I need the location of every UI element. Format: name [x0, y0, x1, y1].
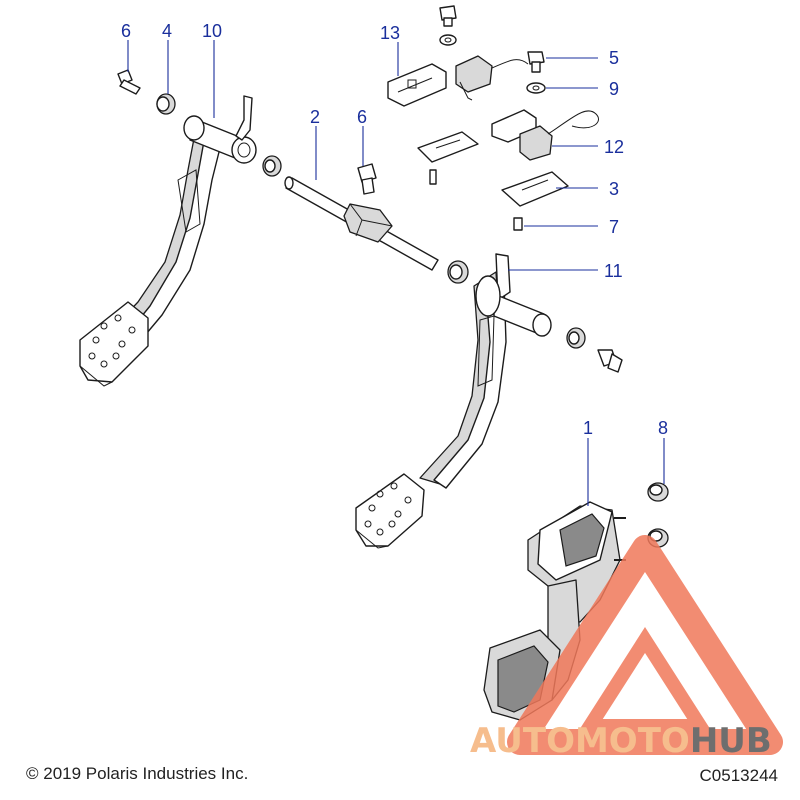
callout-labels: 6 4 10 13 5 9 2 6 12 3 7 11 1 8 [121, 21, 668, 438]
right-pedal-pad [355, 473, 425, 549]
callout-10-left-pedal: 10 [202, 21, 222, 41]
callout-4-bushing: 4 [162, 21, 172, 41]
watermark-text-accent: HUB [690, 721, 772, 761]
bushing-4 [156, 93, 176, 115]
callout-2-shaft: 2 [310, 107, 320, 127]
callout-11-right-pedal: 11 [604, 261, 623, 281]
screw-small-left [429, 169, 437, 185]
callout-6-bolt: 6 [121, 21, 131, 41]
switch-12 [519, 110, 599, 161]
callout-5-screw: 5 [609, 48, 619, 68]
washer-right [566, 327, 586, 349]
washer-top [439, 34, 457, 46]
watermark-text-main: AUTOMOTO [470, 721, 690, 761]
callout-1-throttle: 1 [583, 418, 593, 438]
callout-8-grommet: 8 [658, 418, 668, 438]
grommet-8 [647, 482, 669, 502]
callout-9-washer: 9 [609, 79, 619, 99]
svg-text:AUTOMOTOHUB: AUTOMOTOHUB [470, 721, 772, 761]
callout-6-bolt-shaft: 6 [357, 107, 367, 127]
switch-bracket-13 [387, 63, 447, 107]
switch-13 [455, 55, 529, 101]
bolt-6a [117, 69, 141, 95]
pivot-shaft [284, 176, 439, 271]
callout-12-switch: 12 [604, 137, 624, 157]
left-pedal-pivot [183, 95, 257, 164]
screw-7 [513, 217, 523, 231]
washer-9 [526, 82, 546, 94]
bushing-left-shaft [262, 155, 282, 177]
mounting-plate-upper [417, 131, 479, 163]
screw-5 [527, 51, 545, 73]
leader-lines [127, 40, 665, 506]
watermark-logo: AUTOMOTOHUB [470, 535, 783, 761]
bolt-6b [357, 163, 377, 195]
left-pedal-pad [79, 301, 149, 387]
callout-13-switch: 13 [380, 23, 400, 43]
screw-top [439, 5, 457, 27]
right-pedal-pivot [475, 253, 552, 337]
bolt-right [597, 349, 623, 373]
callout-7-screw: 7 [609, 217, 619, 237]
bushing-right-shaft [447, 260, 469, 284]
callout-3-plate: 3 [609, 179, 619, 199]
diagram-code: C0513244 [699, 766, 778, 785]
copyright-notice: © 2019 Polaris Industries Inc. [26, 764, 249, 783]
mounting-plate-3 [501, 171, 569, 207]
